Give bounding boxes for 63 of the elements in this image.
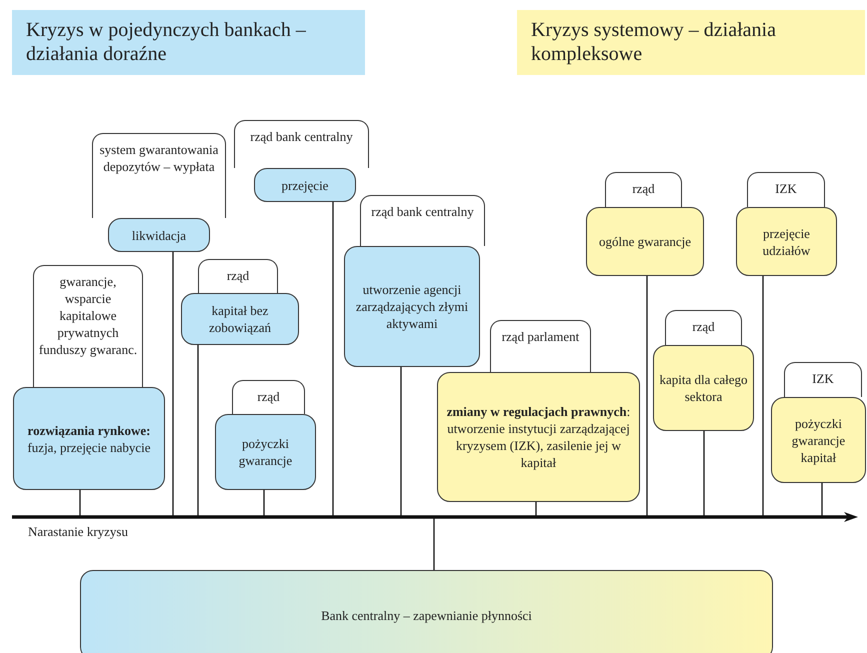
connector-line (762, 276, 764, 517)
actor-box (784, 362, 862, 397)
box-text: rząd parlament (500, 328, 580, 345)
box-text: przejęcie udziałów (762, 224, 812, 258)
action-box (13, 387, 165, 490)
box-text: przejęcie (280, 176, 330, 194)
box-text: IZK (774, 180, 798, 197)
actor-box (605, 172, 682, 207)
box-text: likwidacja (130, 226, 188, 244)
actor-box (33, 265, 143, 387)
actor-box (490, 320, 591, 372)
box-text: rząd (256, 388, 281, 405)
connector-line (263, 490, 265, 517)
box-text: zmiany w regulacjach prawnych: utworzenie instytucji zarządzającej kryzysem (IZK), zasilenie jej w kapitał (446, 403, 632, 471)
actor-box (747, 172, 825, 207)
box-text: rozwiązania rynkowe: fuzja, przejęcie nabycie (26, 422, 152, 456)
actor-box (232, 380, 305, 414)
box-text: pożyczki gwarancje (238, 435, 294, 469)
action-box (586, 207, 704, 276)
actor-box (198, 259, 278, 293)
connector-line (79, 490, 81, 517)
box-text: Bank centralny – zapewnianie płynności (320, 606, 533, 624)
action-box (771, 397, 866, 483)
action-box (344, 246, 480, 367)
axis-label: Narastanie kryzysu (28, 524, 128, 540)
box-text: kapitał bez zobowiązań (208, 302, 272, 336)
box-text: kapita dla całego sektora (658, 371, 749, 405)
connector-line (703, 431, 705, 517)
box-text: rząd bank centralny (249, 128, 354, 145)
action-box (437, 372, 640, 502)
box-text: IZK (811, 370, 835, 387)
heading-text: Kryzys systemowy – działania kompleksowe (531, 18, 777, 66)
box-text: rząd (226, 267, 250, 284)
action-box (215, 414, 316, 490)
liquidity-band (80, 570, 773, 653)
connector-line (433, 517, 435, 570)
action-box (181, 293, 299, 345)
connector-line (400, 367, 402, 517)
box-text: rząd bank centralny (370, 203, 475, 220)
box-text: ogólne gwarancje (598, 233, 692, 250)
connector-line (172, 252, 174, 517)
box-text: pożyczki gwarancje kapitał (790, 414, 846, 466)
action-box (254, 168, 356, 202)
header-banner (12, 10, 365, 75)
connector-line (332, 202, 334, 517)
box-text: utworzenie agencji zarządzających złymi aktywami (354, 281, 470, 332)
action-box (653, 345, 754, 431)
connector-line (821, 483, 823, 517)
box-text: system gwarantowania depozytów – wypłata (98, 141, 220, 175)
box-text: rząd (691, 318, 716, 335)
actor-box (92, 133, 226, 218)
box-text: rząd (631, 180, 656, 197)
header-banner (517, 10, 865, 75)
connector-line (197, 345, 199, 517)
connector-line (646, 276, 648, 517)
heading-text: Kryzys w pojedynczych bankach – działania doraźne (26, 18, 307, 66)
action-box (736, 207, 837, 276)
actor-box (360, 195, 485, 246)
action-box (108, 218, 210, 252)
box-text: gwarancje, wsparcie kapitalowe prywatnych funduszy gwaranc. (38, 273, 138, 358)
connector-line (535, 502, 537, 517)
actor-box (665, 310, 742, 345)
actor-box (234, 120, 369, 168)
